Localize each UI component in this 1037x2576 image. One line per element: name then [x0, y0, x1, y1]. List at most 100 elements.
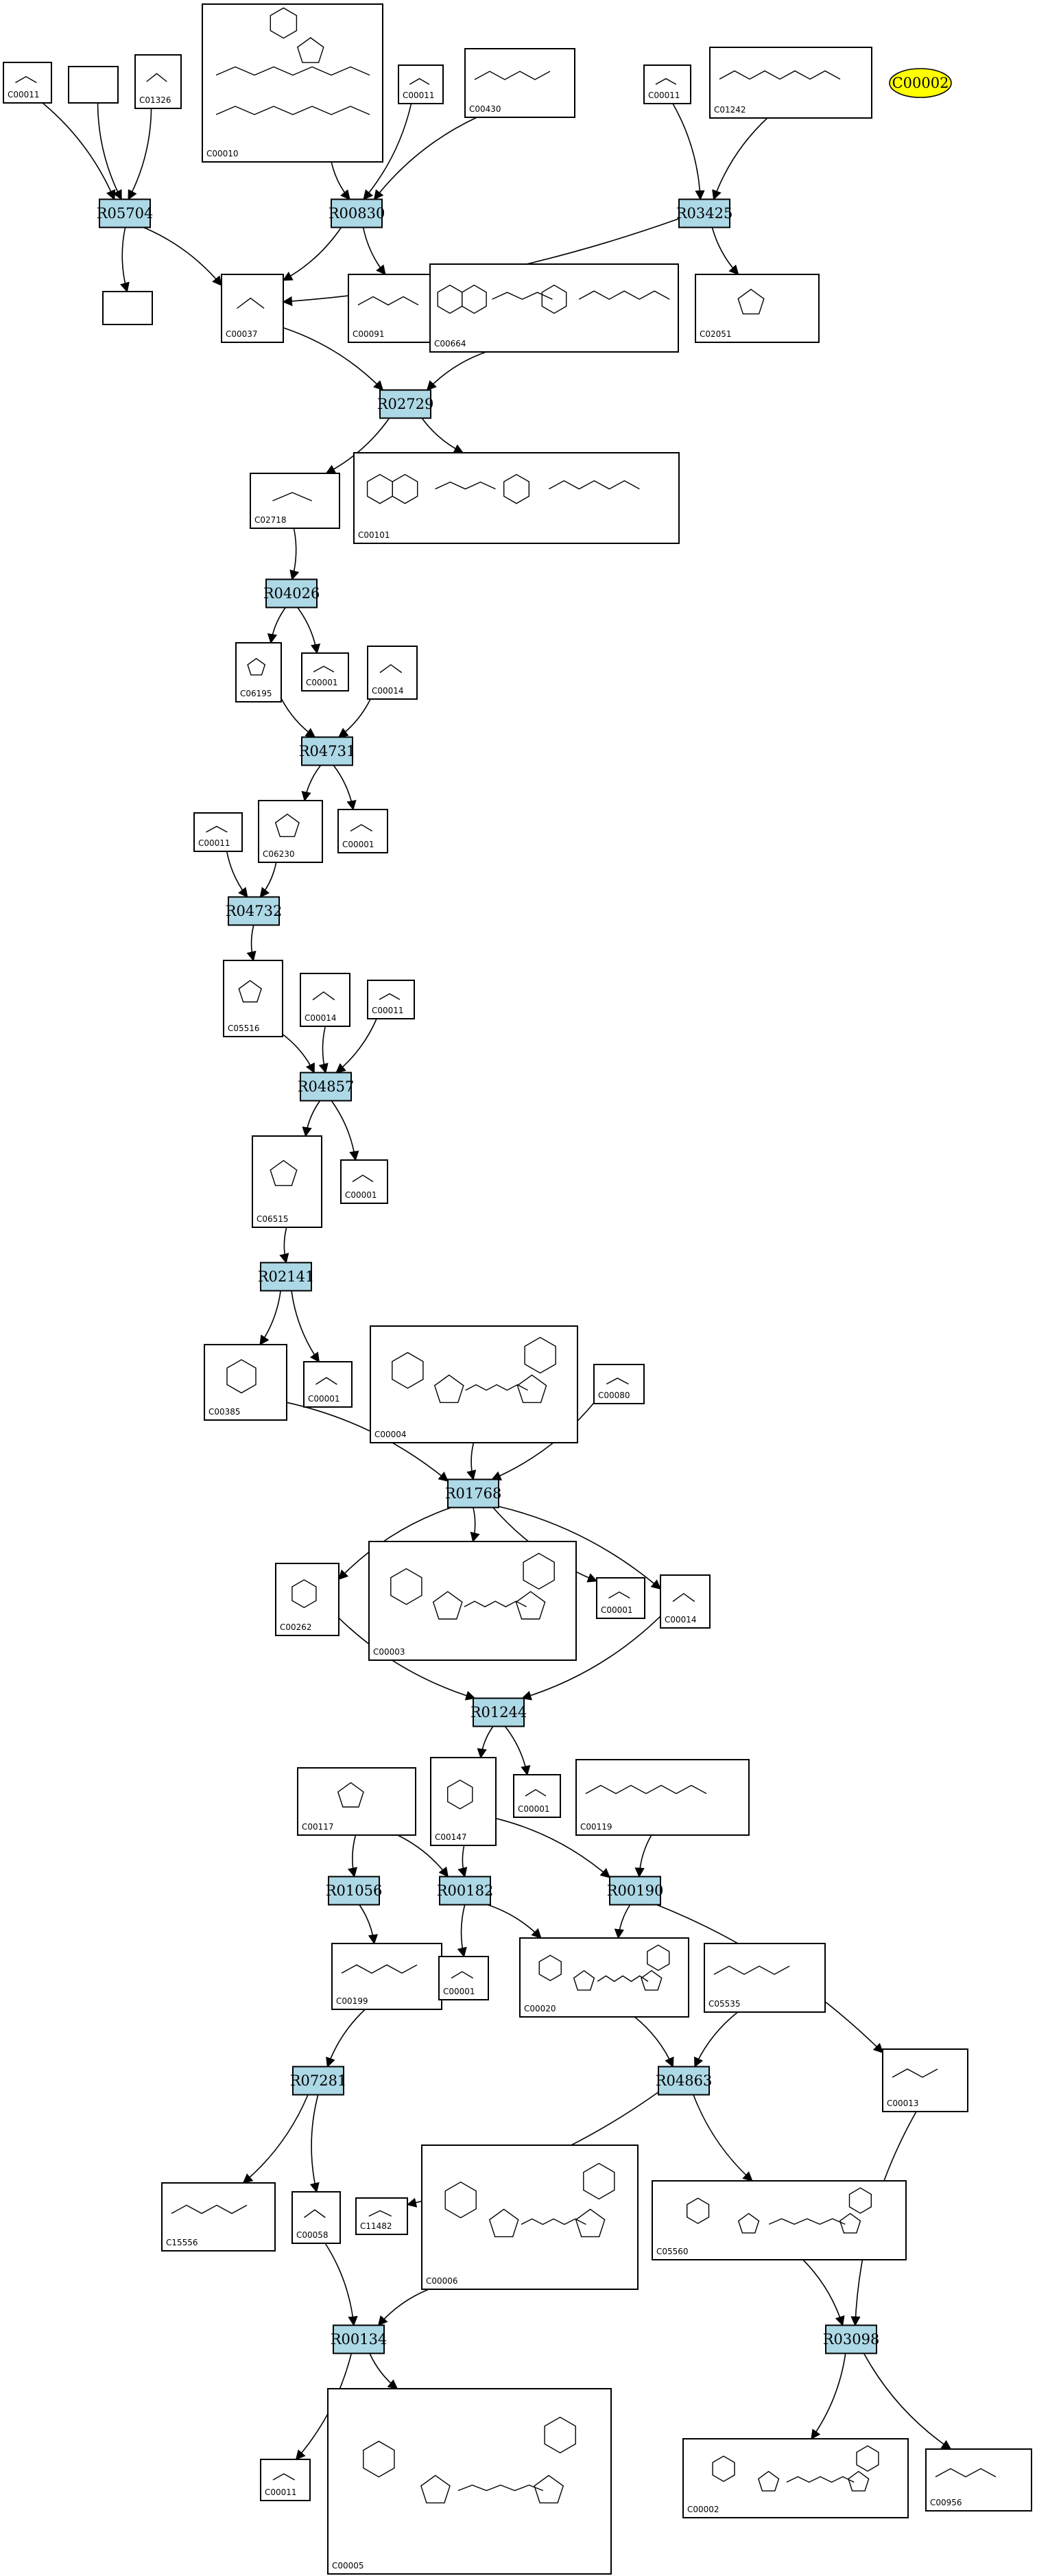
compound-node-c00956[interactable]: C00956 [925, 2448, 1032, 2512]
edge-c00010-to-R00830 [331, 161, 350, 200]
reaction-node-r03098[interactable]: R03098 [823, 2324, 880, 2354]
compound-id-label: C00199 [336, 1996, 368, 2006]
reaction-node-r00182[interactable]: R00182 [437, 1876, 494, 1906]
compound-node-c00001_f[interactable]: C00001 [513, 1774, 561, 1818]
reaction-label: R07281 [290, 2072, 347, 2089]
reaction-node-r02729[interactable]: R02729 [377, 389, 434, 419]
compound-node-c02718[interactable]: C02718 [250, 473, 340, 529]
compound-node-c15556[interactable]: C15556 [161, 2182, 276, 2252]
compound-node-c00003[interactable]: C00003 [368, 1541, 577, 1661]
reaction-node-r02141[interactable]: R02141 [258, 1262, 315, 1292]
compound-node-c00199[interactable]: C00199 [331, 1943, 442, 2010]
reaction-node-r04026[interactable]: R04026 [263, 578, 320, 608]
structure-sketch-c00101 [366, 473, 640, 504]
compound-id-label: C00080 [598, 1391, 630, 1400]
edge-c00199-to-R07281 [326, 2009, 366, 2068]
reaction-node-r04863[interactable]: R04863 [656, 2066, 713, 2096]
compound-node-blank_a[interactable] [68, 66, 119, 104]
structure-sketch-c00010 [215, 7, 370, 115]
compound-node-c00119[interactable]: C00119 [575, 1759, 750, 1836]
compound-id-label: C00664 [434, 339, 466, 348]
reaction-label: R00134 [331, 2331, 388, 2348]
compound-node-c00001_a[interactable]: C00001 [301, 652, 349, 692]
node-layer: C00011C01326C00010C00011C00430C00011C012… [3, 3, 1032, 2575]
reaction-node-r07281[interactable]: R07281 [290, 2066, 347, 2096]
compound-id-label: C00037 [226, 329, 258, 339]
structure-sketch-c01242 [719, 70, 841, 80]
compound-node-c06515[interactable]: C06515 [252, 1135, 322, 1228]
compound-node-c00001_e[interactable]: C00001 [596, 1577, 645, 1619]
reaction-node-r00134[interactable]: R00134 [331, 2324, 388, 2354]
compound-id-label: C00004 [374, 1430, 407, 1439]
compound-node-c00011_f[interactable]: C00011 [260, 2459, 311, 2501]
compound-node-c06230[interactable]: C06230 [258, 800, 323, 863]
reaction-node-r04732[interactable]: R04732 [226, 896, 283, 926]
compound-node-c00430[interactable]: C00430 [464, 48, 575, 118]
structure-sketch-c00011_b [409, 78, 430, 85]
compound-node-c00037[interactable]: C00037 [221, 274, 284, 343]
structure-sketch-c00011_d [206, 825, 228, 833]
compound-node-c00005[interactable]: C00005 [327, 2388, 612, 2575]
compound-node-c06195[interactable]: C06195 [235, 642, 282, 702]
compound-node-c00011_e[interactable]: C00011 [367, 980, 415, 1019]
compound-node-c00147[interactable]: C00147 [430, 1757, 497, 1846]
compound-node-c00001_g[interactable]: C00001 [438, 1956, 489, 2000]
compound-id-label: C00430 [469, 104, 501, 114]
reaction-node-r04731[interactable]: R04731 [299, 736, 356, 766]
compound-node-c00101[interactable]: C00101 [353, 452, 680, 544]
compound-id-label: C00006 [426, 2276, 458, 2286]
reaction-node-r01244[interactable]: R01244 [470, 1697, 527, 1727]
reaction-node-r03425[interactable]: R03425 [676, 198, 733, 228]
compound-node-c05535[interactable]: C05535 [704, 1943, 826, 2013]
edge-R03098-to-c00002_b [811, 2353, 846, 2440]
compound-node-c01242[interactable]: C01242 [709, 47, 872, 119]
highlight-node-c00002[interactable]: C00002 [889, 68, 952, 98]
compound-node-c00011_c[interactable]: C00011 [643, 64, 691, 104]
compound-node-c00058[interactable]: C00058 [291, 2191, 341, 2244]
compound-node-c00010[interactable]: C00010 [202, 3, 383, 163]
reaction-node-r00830[interactable]: R00830 [329, 198, 385, 228]
compound-node-c01326[interactable]: C01326 [134, 54, 182, 109]
edge-R01244-to-c00001_f [504, 1726, 531, 1776]
edge-c00430-to-R00830 [373, 117, 477, 200]
edge-c01242-to-R03425 [712, 117, 768, 200]
reaction-node-r01056[interactable]: R01056 [326, 1876, 383, 1906]
edge-c00117-to-R00182 [397, 1834, 449, 1878]
reaction-node-r04857[interactable]: R04857 [298, 1072, 355, 1102]
compound-node-c00001_b[interactable]: C00001 [337, 809, 388, 853]
compound-node-c00001_c[interactable]: C00001 [340, 1159, 388, 1204]
compound-node-c00013[interactable]: C00013 [882, 2048, 968, 2112]
compound-node-c05516[interactable]: C05516 [223, 960, 283, 1037]
structure-sketch-c06515 [270, 1159, 298, 1186]
compound-node-c00080[interactable]: C00080 [593, 1364, 645, 1404]
compound-node-c00117[interactable]: C00117 [297, 1767, 416, 1836]
edge-c00011_c-to-R03425 [672, 103, 705, 200]
compound-node-c00011_b[interactable]: C00011 [398, 64, 444, 104]
compound-node-c00385[interactable]: C00385 [204, 1344, 287, 1421]
edge-c00147-to-R00182 [457, 1845, 468, 1878]
reaction-node-r05704[interactable]: R05704 [97, 198, 154, 228]
edge-R00134-to-c00005 [369, 2353, 398, 2389]
edge-c05535-to-R04863 [693, 2011, 739, 2068]
compound-node-c11482[interactable]: C11482 [355, 2197, 408, 2235]
compound-node-c00004[interactable]: C00004 [370, 1325, 578, 1443]
edge-R07281-to-c15556 [242, 2094, 309, 2184]
compound-node-c00262[interactable]: C00262 [275, 1563, 339, 1636]
edge-R04857-to-c06515 [302, 1100, 321, 1137]
compound-node-blank_b[interactable] [102, 291, 153, 325]
reaction-node-r00190[interactable]: R00190 [607, 1876, 664, 1906]
edge-R03098-to-c00956 [863, 2353, 952, 2450]
edge-c00664-to-R02729 [426, 351, 487, 391]
compound-node-c00001_d[interactable]: C00001 [303, 1361, 353, 1408]
edge-c00037-to-R02729 [283, 327, 384, 391]
edge-c00262-to-R01244 [338, 1618, 476, 1701]
compound-node-c00664[interactable]: C00664 [429, 263, 679, 353]
compound-node-c00011_d[interactable]: C00011 [193, 812, 243, 852]
compound-node-c00014_a[interactable]: C00014 [367, 646, 418, 700]
compound-node-c00014_c[interactable]: C00014 [660, 1574, 711, 1629]
compound-node-c00011_a[interactable]: C00011 [3, 62, 52, 104]
reaction-node-r01768[interactable]: R01768 [445, 1478, 502, 1509]
compound-node-c02051[interactable]: C02051 [695, 274, 820, 343]
compound-node-c00014_b[interactable]: C00014 [300, 973, 350, 1027]
